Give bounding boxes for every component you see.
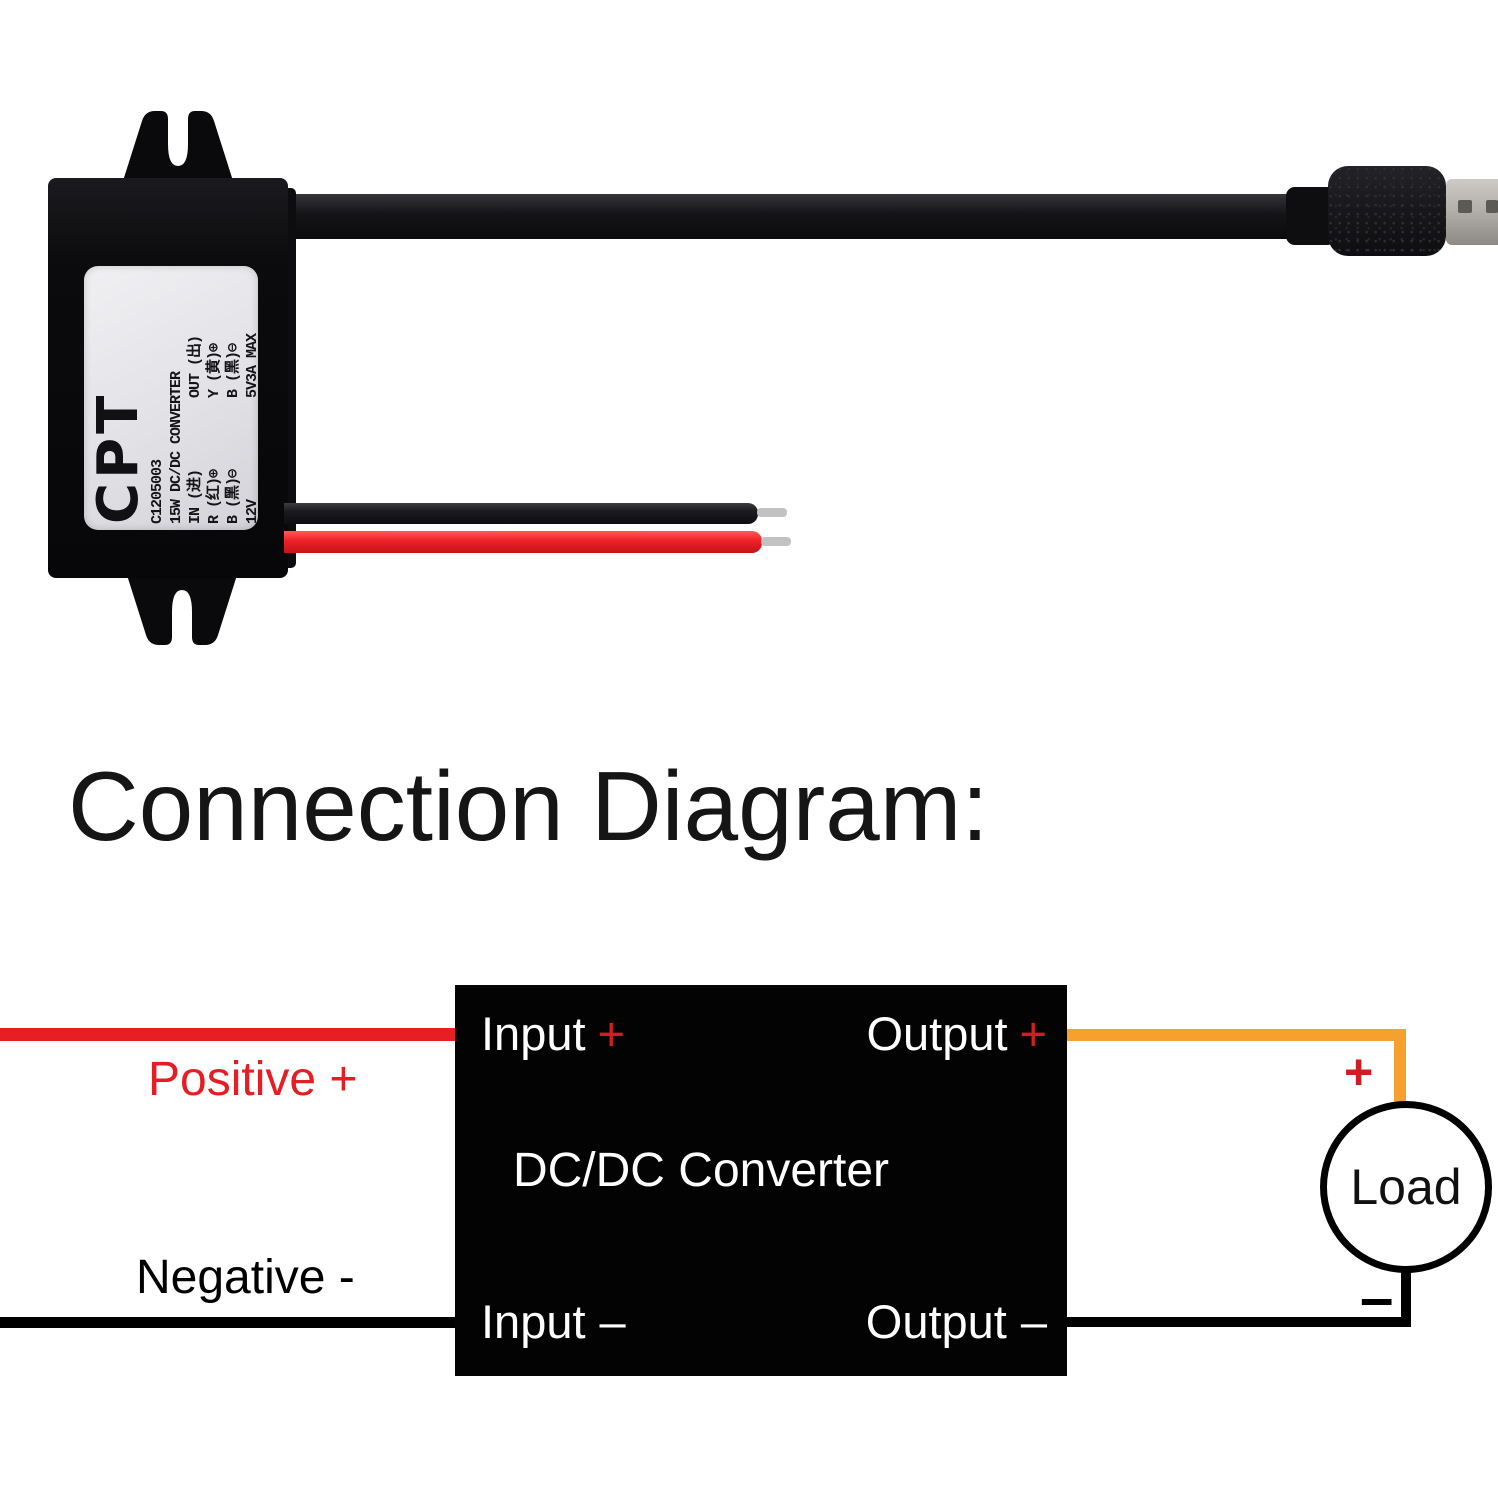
label-title: 15W DC/DC CONVERTER: [168, 371, 185, 524]
input-wire-red: [284, 531, 762, 553]
load-circle: Load: [1320, 1101, 1492, 1273]
section-heading: Connection Diagram:: [68, 751, 989, 861]
wire-tip-black: [757, 508, 787, 517]
wire-output-positive-drop: [1394, 1029, 1406, 1103]
cable-strain-relief: [1286, 187, 1336, 245]
product-label: CPT C1205003 15W DC/DC CONVERTER IN (进) …: [84, 266, 261, 530]
label-spec-row: 12V 5V3A MAX: [244, 333, 261, 524]
wire-input-positive: [0, 1028, 455, 1041]
label-spec-row: B (黑)⊖ B (黑)⊖: [225, 343, 242, 524]
mounting-tab-bottom: [126, 572, 238, 645]
plus-sign: +: [1019, 1007, 1047, 1060]
brand-logo: CPT: [86, 391, 151, 524]
minus-sign: –: [599, 1295, 626, 1348]
input-wire-black: [284, 503, 758, 524]
plus-sign: +: [597, 1007, 625, 1060]
converter-title: DC/DC Converter: [512, 1144, 890, 1197]
wire-output-positive: [1067, 1029, 1406, 1041]
port-input-plus: Input+: [481, 1007, 625, 1060]
wire-input-negative: [0, 1317, 455, 1328]
minus-sign: –: [1020, 1295, 1047, 1348]
negative-wire-label: Negative -: [136, 1251, 355, 1304]
label-spec-row: R (红)⊕ Y (黄)⊕: [206, 343, 223, 524]
mounting-tab-top: [122, 111, 234, 184]
wire-output-negative: [1067, 1317, 1411, 1327]
positive-wire-label: Positive +: [148, 1053, 358, 1106]
polarity-minus-marker: –: [1360, 1264, 1394, 1331]
wire-tip-red: [761, 537, 791, 546]
wire-output-negative-drop: [1401, 1271, 1411, 1327]
converter-box: Input+ Output+ DC/DC Converter Input– Ou…: [455, 985, 1067, 1376]
port-input-minus: Input–: [481, 1295, 626, 1348]
connector-pin-slot: [1486, 200, 1498, 213]
polarity-plus-marker: +: [1344, 1044, 1374, 1100]
connector-pin-slot: [1458, 200, 1472, 213]
port-output-plus: Output+: [866, 1007, 1047, 1060]
port-output-minus: Output–: [865, 1295, 1047, 1348]
label-spec-row: IN (进) OUT (出): [187, 335, 204, 524]
connector-metal-tip: [1446, 179, 1498, 245]
usb-connector: [1328, 166, 1446, 256]
usb-cable: [284, 194, 1336, 239]
product-label-text: CPT C1205003 15W DC/DC CONVERTER IN (进) …: [86, 272, 261, 524]
load-label: Load: [1350, 1159, 1462, 1215]
